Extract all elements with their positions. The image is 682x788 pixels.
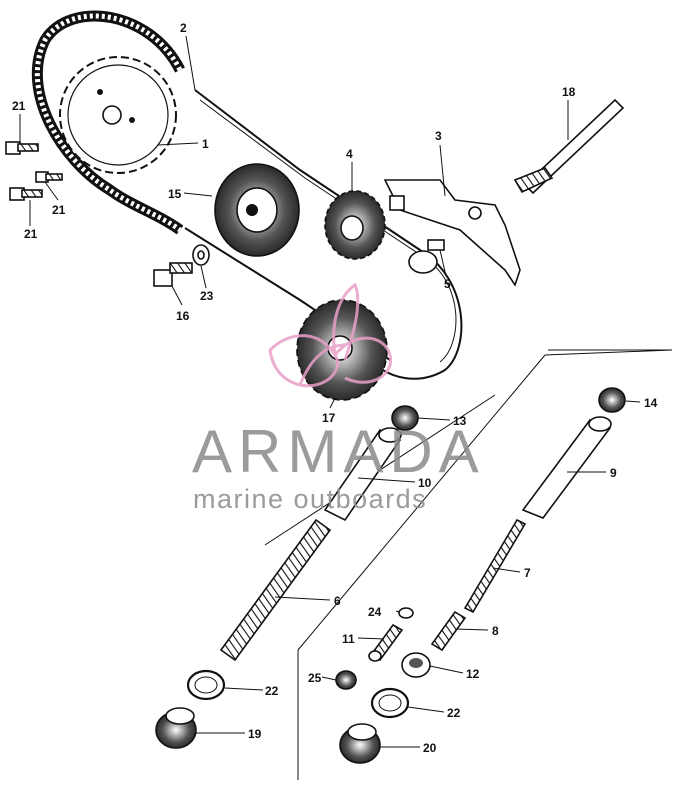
spring-8 [430, 610, 467, 652]
callout-18: 18 [562, 85, 576, 99]
callout-11: 11 [342, 632, 355, 646]
callout-21-lower: 21 [24, 227, 38, 241]
callout-6: 6 [334, 594, 341, 608]
callout-14: 14 [644, 396, 658, 410]
callout-22-right: 22 [447, 706, 461, 720]
washer-23 [192, 244, 210, 266]
bolt-21-middle [9, 187, 43, 201]
callout-2: 2 [180, 21, 187, 35]
bolt-11 [368, 623, 404, 662]
nut-25 [335, 670, 357, 690]
callout-10: 10 [418, 476, 432, 490]
callout-22-left: 22 [265, 684, 279, 698]
tensioner-bracket [383, 179, 521, 287]
tensioner-roller [214, 163, 300, 257]
callout-21-upper: 21 [12, 99, 26, 113]
callout-4: 4 [346, 147, 353, 161]
bolt-21-upper [5, 141, 39, 155]
cam-sprocket [59, 56, 177, 174]
tensioner-shaft [513, 98, 625, 195]
callout-8: 8 [492, 624, 499, 638]
armada-logo-mark [268, 282, 393, 388]
plug-20 [339, 723, 381, 764]
callout-21-right: 21 [52, 203, 66, 217]
idler-sprocket [324, 190, 386, 260]
callout-15: 15 [168, 187, 182, 201]
callout-7: 7 [524, 566, 531, 580]
watermark-brand: ARMADA [192, 418, 485, 485]
callout-1: 1 [202, 137, 209, 151]
callout-25: 25 [308, 671, 322, 685]
pushrod-tube-10 [323, 427, 402, 522]
armada-watermark: ARMADA marine outboards [192, 282, 485, 514]
cap-14 [598, 387, 626, 413]
callout-12: 12 [466, 667, 480, 681]
leader-lines [19, 35, 641, 748]
gasket-22-right [370, 687, 410, 719]
callout-3: 3 [435, 129, 442, 143]
callout-16: 16 [176, 309, 190, 323]
callout-17: 17 [322, 411, 336, 425]
callout-19: 19 [248, 727, 262, 741]
callout-9: 9 [610, 466, 617, 480]
pivot-pin [408, 239, 445, 274]
watermark-tagline: marine outboards [193, 484, 427, 514]
gasket-22-left [186, 669, 226, 701]
callout-20: 20 [423, 741, 437, 755]
callout-13: 13 [453, 414, 467, 428]
callout-23: 23 [200, 289, 214, 303]
callout-24: 24 [368, 605, 382, 619]
bolt-16 [153, 262, 193, 287]
nut-12 [401, 652, 431, 678]
callout-5: 5 [444, 277, 451, 291]
spring-7 [463, 518, 527, 614]
spring-6 [219, 518, 332, 662]
plug-19 [155, 707, 197, 749]
o-ring-24 [398, 607, 414, 619]
guide-tube-9 [521, 416, 612, 519]
bolt-21-lower [35, 171, 63, 183]
